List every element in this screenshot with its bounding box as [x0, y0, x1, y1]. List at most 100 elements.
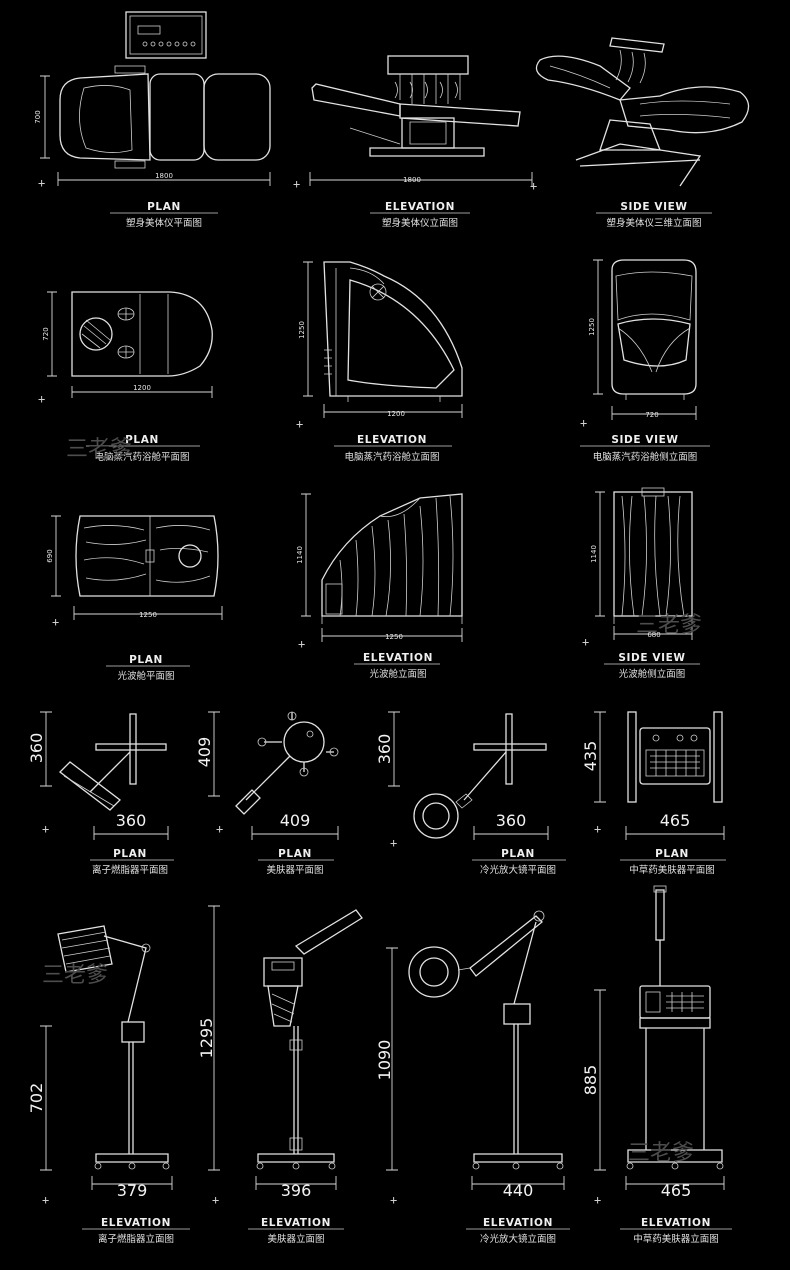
r2c1-subtitle: 电脑蒸汽药浴舱平面图: [94, 451, 189, 463]
r2c2-title: ELEVATION: [357, 434, 427, 446]
r3-side-width-label: 680: [647, 631, 660, 639]
r4c3-subtitle: 冷光放大镜平面图: [480, 864, 556, 876]
r2c1-title: PLAN: [125, 434, 159, 446]
r3c1-subtitle: 光波舱平面图: [117, 670, 174, 682]
r4c2-plan-drawing: [208, 711, 339, 840]
r5c1-width-label: 379: [117, 1181, 148, 1200]
r1-elevation-width-label: 1800: [403, 176, 421, 184]
watermark: 三老爹: [636, 613, 702, 638]
r5c1-subtitle: 离子燃脂器立面图: [98, 1233, 174, 1245]
watermark: 三老爹: [42, 963, 108, 988]
r5c4-title: ELEVATION: [641, 1217, 711, 1229]
r3-elevation-width-label: 1250: [385, 633, 403, 641]
watermark: 三老爹: [66, 437, 132, 462]
r4c2-height-label: 409: [195, 737, 214, 768]
r2-elevation-width-label: 1200: [387, 410, 405, 418]
plus-marker: +: [293, 177, 300, 191]
r2-sideview-drawing: [593, 259, 697, 420]
r3c3-title: SIDE VIEW: [618, 652, 685, 664]
r5c4-width-label: 465: [661, 1181, 692, 1200]
plus-marker: +: [38, 176, 45, 190]
plus-marker: +: [296, 417, 303, 431]
r4c4-title: PLAN: [655, 848, 689, 860]
r3-elevation-drawing: [301, 493, 463, 642]
r2c2-subtitle: 电脑蒸汽药浴舱立面图: [344, 451, 439, 463]
r4c2-title: PLAN: [278, 848, 312, 860]
plus-marker: +: [580, 416, 587, 430]
r5c2-elevation-drawing: [208, 905, 363, 1190]
r1-elevation-drawing: [309, 55, 533, 186]
r1c3-title: SIDE VIEW: [620, 201, 687, 213]
r3c3-subtitle: 光波舱侧立面图: [619, 668, 686, 680]
plus-marker: +: [530, 179, 537, 193]
r2-elevation-drawing: [303, 261, 463, 418]
r4c4-plan-drawing: [594, 711, 725, 840]
r2-plan-height-label: 720: [42, 327, 50, 340]
r1c1-subtitle: 塑身美体仪平面图: [126, 217, 202, 229]
r3c2-subtitle: 光波舱立面图: [369, 668, 426, 680]
plus-marker: +: [390, 836, 397, 850]
r4c4-width-label: 465: [660, 811, 691, 830]
plus-marker: +: [594, 822, 601, 836]
r5c3-width-label: 440: [503, 1181, 534, 1200]
r4c1-title: PLAN: [113, 848, 147, 860]
plus-marker: +: [42, 822, 49, 836]
r1c2-subtitle: 塑身美体仪立面图: [382, 217, 458, 229]
r5c3-subtitle: 冷光放大镜立面图: [480, 1233, 556, 1245]
r1c3-subtitle: 塑身美体仪三维立面图: [606, 217, 701, 229]
r4c1-plan-drawing: [40, 711, 169, 840]
r2-side-width-label: 720: [645, 411, 658, 419]
r4c1-width-label: 360: [116, 811, 147, 830]
r3-elevation-height-label: 1140: [296, 546, 304, 564]
r1c1-title: PLAN: [147, 201, 181, 213]
r5c4-height-label: 885: [581, 1065, 600, 1096]
r2c3-subtitle: 电脑蒸汽药浴舱侧立面图: [593, 451, 698, 463]
watermark: 三老爹: [628, 1141, 694, 1166]
r5c2-width-label: 396: [281, 1181, 312, 1200]
r1-plan-width-label: 1800: [155, 172, 173, 180]
plus-marker: +: [390, 1193, 397, 1207]
r4c3-title: PLAN: [501, 848, 535, 860]
plus-marker: +: [38, 392, 45, 406]
r4c2-subtitle: 美肤器平面图: [266, 864, 323, 876]
r5c2-height-label: 1295: [197, 1018, 216, 1059]
plus-marker: +: [216, 822, 223, 836]
r2-plan-drawing: [47, 291, 213, 398]
r5c3-elevation-drawing: [386, 910, 565, 1190]
r4c3-width-label: 360: [496, 811, 527, 830]
r4c1-height-label: 360: [27, 733, 46, 764]
r5c1-elevation-drawing: [40, 925, 173, 1190]
r5c4-elevation-drawing: [594, 885, 725, 1190]
plus-marker: +: [52, 615, 59, 629]
plus-marker: +: [212, 1193, 219, 1207]
r1-plan-height-label: 700: [34, 110, 42, 123]
r3-plan-height-label: 690: [46, 549, 54, 562]
r1c2-title: ELEVATION: [385, 201, 455, 213]
r5c4-subtitle: 中草药美肤器立面图: [633, 1233, 719, 1245]
r4c3-plan-drawing: [388, 711, 549, 840]
r3c1-title: PLAN: [129, 654, 163, 666]
r4c4-height-label: 435: [581, 741, 600, 772]
r4c1-subtitle: 离子燃脂器平面图: [92, 864, 168, 876]
r1-sideview-drawing: [535, 37, 750, 187]
r3-side-height-label: 1140: [590, 545, 598, 563]
r4c2-width-label: 409: [280, 811, 311, 830]
r2-plan-width-label: 1200: [133, 384, 151, 392]
r4c4-subtitle: 中草药美肤器平面图: [629, 864, 715, 876]
r5c1-title: ELEVATION: [101, 1217, 171, 1229]
plus-marker: +: [582, 635, 589, 649]
r3-plan-drawing: [51, 515, 223, 620]
r5c2-subtitle: 美肤器立面图: [267, 1233, 324, 1245]
r2-side-height-label: 1250: [588, 318, 596, 336]
plus-marker: +: [42, 1193, 49, 1207]
r3-plan-width-label: 1250: [139, 611, 157, 619]
plus-marker: +: [298, 637, 305, 651]
r3c2-title: ELEVATION: [363, 652, 433, 664]
r2c3-title: SIDE VIEW: [611, 434, 678, 446]
r2-elevation-height-label: 1250: [298, 321, 306, 339]
r5c3-height-label: 1090: [375, 1040, 394, 1081]
r5c1-height-label: 702: [27, 1083, 46, 1114]
r5c3-title: ELEVATION: [483, 1217, 553, 1229]
r4c3-height-label: 360: [375, 734, 394, 765]
